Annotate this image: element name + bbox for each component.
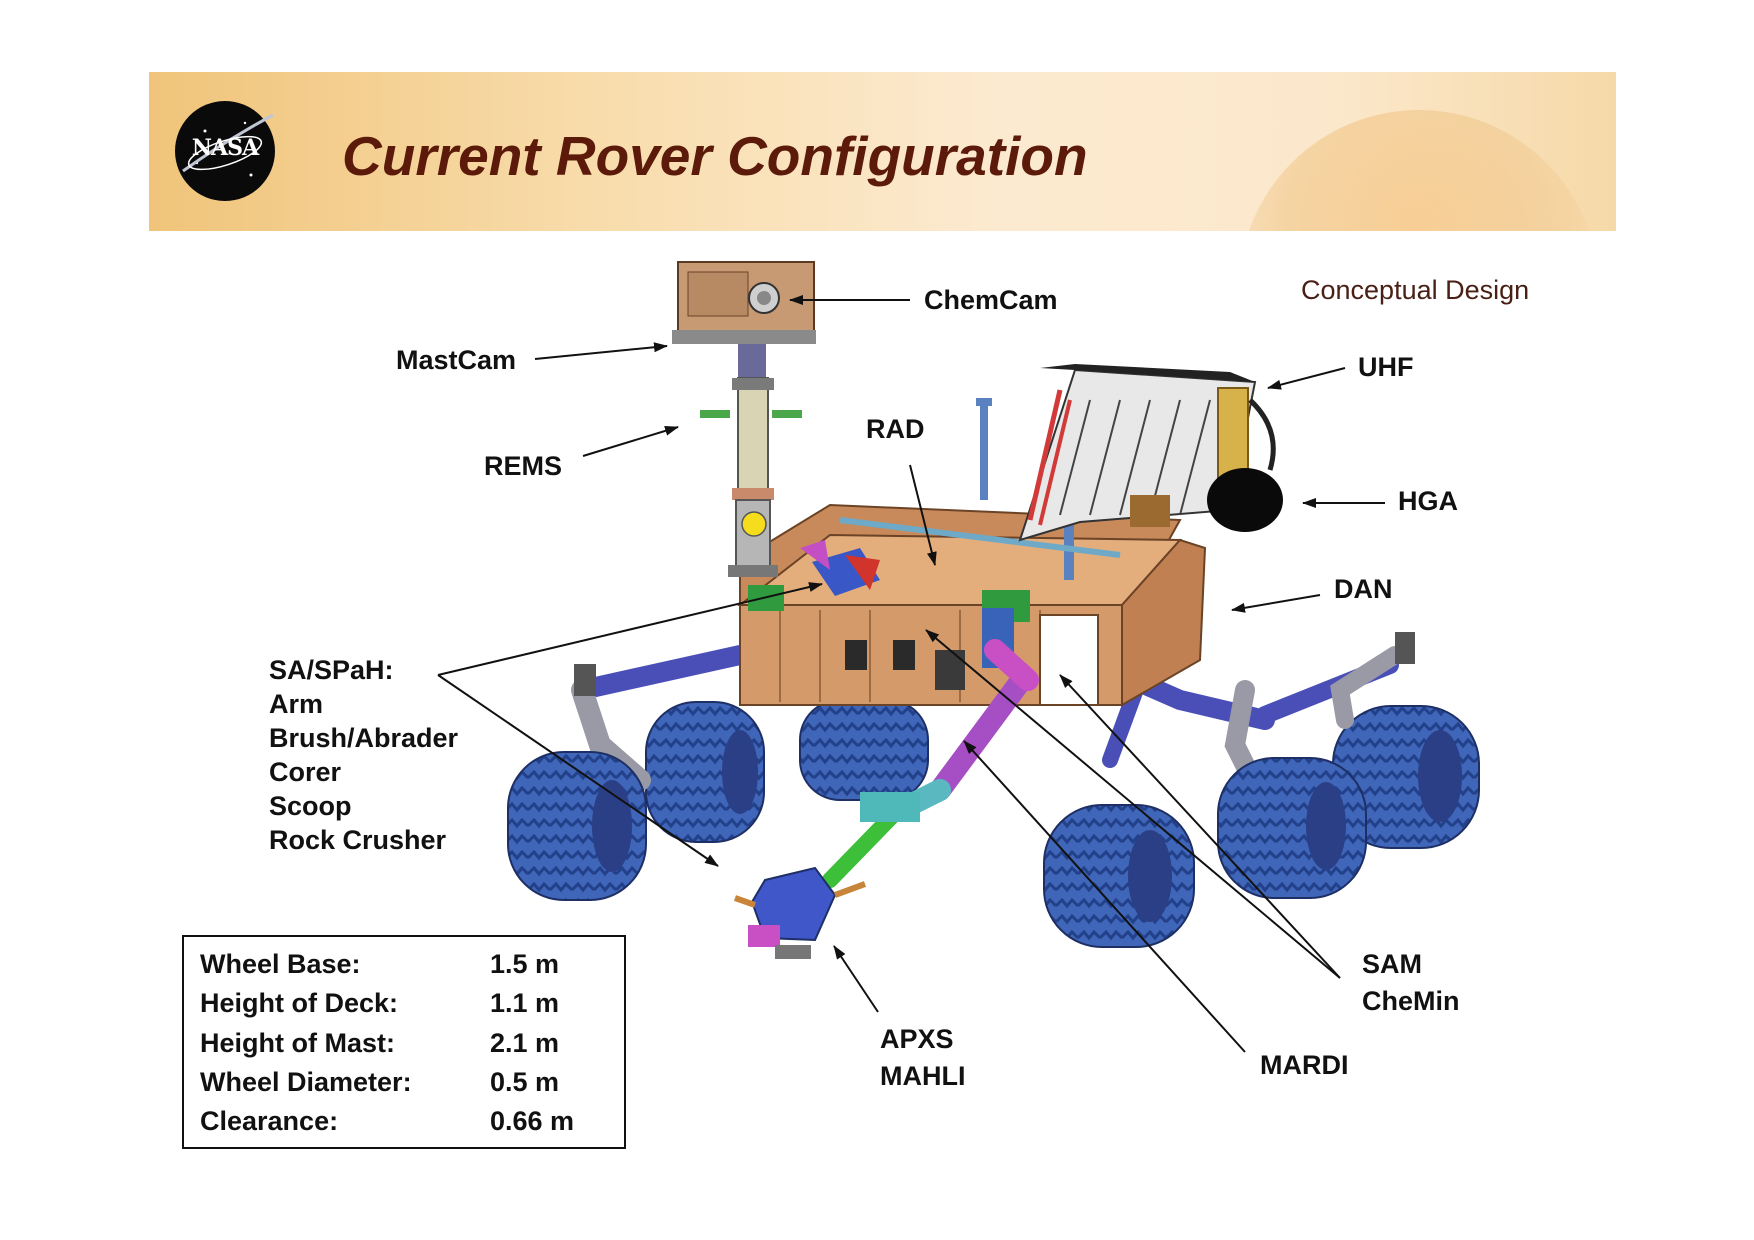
leader-apxs-mahli — [833, 945, 879, 1013]
sa-spah-item: Scoop — [269, 791, 352, 821]
spec-value: 1.5 m — [490, 949, 560, 979]
wheel-rear-middle — [799, 699, 929, 801]
sa-spah-item: Arm — [269, 689, 324, 719]
label-chemin: CheMin — [1362, 986, 1460, 1016]
remote-sensing-mast — [672, 261, 816, 577]
title-banner: NASA Current Rover Configuration — [149, 72, 1616, 231]
leader-sa-spah-upper — [437, 582, 823, 676]
robotic-arm — [734, 639, 1039, 959]
deck-instruments — [748, 398, 1121, 668]
leader-mastcam — [534, 342, 668, 360]
spec-row: Height of Mast: 2.1 m — [200, 1028, 620, 1066]
leader-dan — [1231, 594, 1321, 613]
spec-label: Wheel Diameter: — [200, 1067, 412, 1097]
leader-mardi — [963, 740, 1246, 1053]
label-uhf: UHF — [1358, 352, 1414, 382]
rtg-and-uhf — [1018, 364, 1276, 542]
specifications-box: Wheel Base: 1.5 m Height of Deck: 1.1 m … — [182, 935, 626, 1149]
wheel-rear-left — [645, 701, 765, 843]
spec-row: Height of Deck: 1.1 m — [200, 988, 620, 1026]
spec-value: 2.1 m — [490, 1028, 560, 1058]
leader-rad — [909, 464, 937, 566]
spec-label: Wheel Base: — [200, 949, 361, 979]
spec-value: 1.1 m — [490, 988, 560, 1018]
sa-spah-item: Brush/Abrader — [269, 723, 459, 753]
wheel-front-middle — [1043, 804, 1195, 948]
sa-spah-item: Rock Crusher — [269, 825, 447, 855]
leader-uhf — [1267, 367, 1346, 390]
label-apxs: APXS — [880, 1024, 954, 1054]
leader-rems — [582, 426, 679, 457]
wheel-rear-right — [1332, 705, 1480, 849]
label-mastcam: MastCam — [396, 345, 517, 375]
subtitle: Conceptual Design — [1301, 275, 1530, 305]
spec-row: Wheel Base: 1.5 m — [200, 949, 620, 987]
sa-spah-item: Corer — [269, 757, 342, 787]
label-dan: DAN — [1334, 574, 1393, 604]
wheel-front-right — [1217, 757, 1367, 899]
spec-value: 0.66 m — [490, 1106, 575, 1136]
sa-spah-label-group: SA/SPaH: Arm Brush/Abrader Corer Scoop R… — [269, 653, 458, 857]
sa-spah-heading: SA/SPaH: — [269, 655, 394, 685]
page-title: Current Rover Configuration — [342, 125, 1088, 187]
label-chemcam: ChemCam — [924, 285, 1058, 315]
label-mardi: MARDI — [1260, 1050, 1349, 1080]
spec-value: 0.5 m — [490, 1067, 560, 1097]
callout-leader-lines — [437, 295, 1385, 1053]
label-mahli: MAHLI — [880, 1061, 966, 1091]
spec-row: Clearance: 0.66 m — [200, 1106, 620, 1144]
spec-row: Wheel Diameter: 0.5 m — [200, 1067, 620, 1105]
spec-label: Height of Deck: — [200, 988, 399, 1018]
spec-label: Height of Mast: — [200, 1028, 395, 1058]
leader-sam — [925, 629, 1341, 979]
label-hga: HGA — [1398, 486, 1458, 516]
hga-gimbal — [1130, 495, 1170, 527]
label-rems: REMS — [484, 451, 563, 481]
label-sam: SAM — [1362, 949, 1422, 979]
label-rad: RAD — [866, 414, 925, 444]
nasa-logo-text: NASA — [191, 135, 259, 161]
hga-dish — [1207, 468, 1283, 532]
leader-chemin — [1059, 674, 1341, 979]
wheel-front-left — [507, 751, 647, 901]
spec-label: Clearance: — [200, 1106, 339, 1136]
nasa-logo: NASA — [175, 101, 275, 201]
nasa-logo-graphic — [182, 113, 274, 177]
leader-sa-spah-lower — [437, 674, 719, 867]
